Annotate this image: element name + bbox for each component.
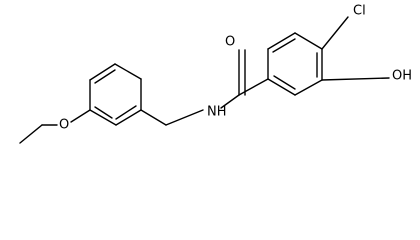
bond-ring-a-2: [89, 63, 116, 81]
bond-ring-b-2: [267, 32, 296, 50]
bond-ring-a-6-inner: [94, 106, 113, 119]
bond-ring-b-3: [294, 32, 323, 50]
structure-canvas: O NH Cl OH O: [19, 4, 412, 144]
chlorine-label: Cl: [353, 4, 366, 19]
bond-ring-a-5-inner: [115, 105, 137, 120]
amide-nitrogen-label: NH: [207, 105, 227, 120]
bond-ring-b-6-inner: [273, 75, 296, 90]
bond-nh-left: [165, 109, 204, 126]
bond-ring-a-6: [89, 109, 117, 126]
atom-label-layer: O NH Cl OH O: [59, 4, 412, 133]
ether-oxygen-label: O: [59, 118, 69, 133]
hydroxyl-label: OH: [392, 69, 412, 84]
bond-ring-a-5: [115, 109, 142, 126]
bond-ring-b-2-inner: [272, 38, 296, 53]
carbonyl-oxygen-label: O: [225, 35, 235, 50]
bond-ring-a-3: [114, 63, 142, 80]
bond-ring-to-chlorine: [321, 16, 349, 50]
bond-ring-a-2-inner: [94, 69, 116, 84]
bond-nh-to-carbonyl: [220, 94, 240, 109]
bond-ring-b-6: [267, 78, 296, 96]
bond-ring-a-to-n: [140, 109, 167, 126]
bond-ether-oxygen-ring: [70, 109, 91, 123]
chemical-structure-diagram: O NH Cl OH O: [19, 4, 412, 144]
bond-carbonyl-to-ring: [238, 78, 269, 96]
bond-ethyl-ch3-ch2: [19, 124, 43, 144]
bond-ring-to-hydroxyl: [321, 77, 390, 81]
bond-ring-b-5: [294, 79, 323, 96]
bond-layer: [19, 16, 390, 144]
